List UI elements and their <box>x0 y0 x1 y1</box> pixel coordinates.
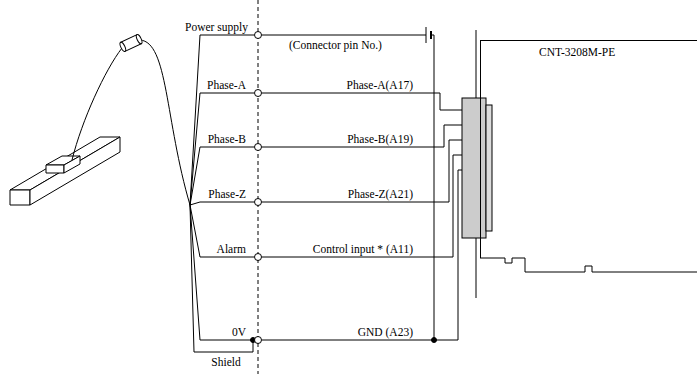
pin-label: GND (A23) <box>357 326 414 339</box>
pin-label: Phase-Z(A21) <box>347 188 414 201</box>
terminal <box>255 199 262 206</box>
terminal <box>255 337 262 344</box>
pin-label: Phase-A(A17) <box>346 79 414 92</box>
wire <box>190 147 254 205</box>
sensor-cable <box>72 48 122 160</box>
wire-label: Phase-A <box>206 79 247 92</box>
wire <box>190 35 254 205</box>
board-card: CNT-3208M-PE <box>480 40 697 258</box>
battery-symbol <box>426 27 427 43</box>
terminal <box>255 144 262 151</box>
read-head-front <box>46 165 64 173</box>
wire <box>262 140 462 202</box>
wire-label: Phase-B <box>207 133 247 146</box>
wire-label: Shield <box>210 356 241 369</box>
terminal <box>255 32 262 39</box>
wire <box>262 35 426 36</box>
sensor-cable <box>140 40 190 205</box>
wire <box>262 125 462 147</box>
shield-wire <box>190 205 253 352</box>
wire-label: Alarm <box>216 243 247 256</box>
connector-body <box>486 105 492 231</box>
terminal <box>255 254 262 261</box>
wire <box>190 202 254 205</box>
terminal <box>255 90 262 97</box>
wire <box>431 35 434 340</box>
wire <box>190 93 254 205</box>
wire <box>190 205 254 340</box>
note-label: (Connector pin No.) <box>288 39 383 52</box>
terminal-group <box>255 32 262 344</box>
boundary-line <box>258 0 259 374</box>
wire <box>190 205 254 257</box>
wire-label: Power supply <box>184 21 249 34</box>
wire <box>262 170 462 340</box>
scale-bar-end <box>10 190 30 205</box>
board-name: CNT-3208M-PE <box>539 46 615 59</box>
pin-label: Control input * (A11) <box>312 243 414 256</box>
wire <box>262 93 462 110</box>
card-edge <box>480 258 697 272</box>
wire <box>262 155 462 257</box>
wire-label: Phase-Z <box>207 188 247 201</box>
pin-label: Phase-B(A19) <box>346 133 414 146</box>
connector <box>462 98 486 238</box>
wire-label: 0V <box>231 326 247 339</box>
ferrite-core <box>119 34 143 52</box>
